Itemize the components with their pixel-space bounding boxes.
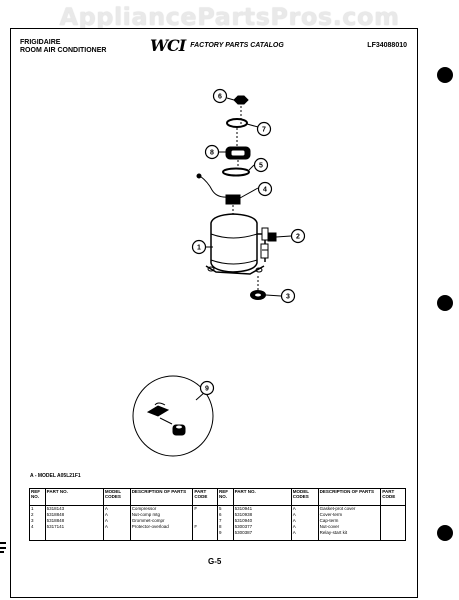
binder-hole-bottom bbox=[437, 525, 453, 541]
part-no: 5318143 bbox=[44, 505, 104, 512]
description: Relay-start kit bbox=[317, 530, 382, 541]
part-no: 5318848 bbox=[44, 518, 104, 524]
callout-7: 7 bbox=[256, 121, 272, 137]
part-code bbox=[380, 524, 406, 530]
nut-cover-part bbox=[233, 95, 249, 105]
part-no: 5310938 bbox=[232, 512, 292, 518]
part-no: 5300387 bbox=[232, 530, 292, 541]
table-row: 3 5318848 A Grommet-compr 7 5310940 A Ca… bbox=[29, 518, 406, 524]
col-code: PART CODE bbox=[192, 488, 218, 506]
brand-header: FRIGIDAIRE ROOM AIR CONDITIONER bbox=[20, 39, 106, 55]
callout-4: 4 bbox=[257, 181, 273, 197]
watermark: AppliancePartsPros.com bbox=[59, 3, 400, 31]
part-code: F bbox=[192, 505, 218, 512]
callout-5: 5 bbox=[253, 157, 269, 173]
part-no: 5318848 bbox=[44, 512, 104, 518]
description: Nut-comp mtg bbox=[129, 512, 194, 518]
description: Nut-cover bbox=[317, 524, 382, 530]
table-row: 2 5318848 A Nut-comp mtg 6 5310938 A Cov… bbox=[29, 512, 406, 518]
part-no bbox=[44, 530, 104, 541]
gasket-part bbox=[222, 167, 250, 177]
parts-table-header: REF NO. PART NO. MODEL CODES DESCRIPTION… bbox=[29, 488, 406, 506]
part-no: 5300377 bbox=[232, 524, 292, 530]
callout-label-8: 8 bbox=[210, 150, 214, 157]
callout-2: 2 bbox=[290, 228, 306, 244]
col-model: MODEL CODES bbox=[102, 488, 131, 506]
relay-start-kit-part bbox=[172, 424, 186, 436]
callout-6: 6 bbox=[212, 88, 228, 104]
callout-3: 3 bbox=[280, 288, 296, 304]
description: Cover-term bbox=[317, 512, 382, 518]
part-code bbox=[192, 512, 218, 518]
brand-line1: FRIGIDAIRE bbox=[20, 39, 61, 46]
col-model-2: MODEL CODES bbox=[290, 488, 319, 506]
page-edge-mark bbox=[0, 542, 6, 553]
protector-overload-part bbox=[225, 194, 241, 205]
callout-label-1: 1 bbox=[197, 245, 201, 252]
part-no: 5310941 bbox=[232, 505, 292, 512]
table-row: 1 5318143 A Compressor F 5 5310941 A Gas… bbox=[29, 505, 406, 512]
callout-label-5: 5 bbox=[259, 163, 263, 170]
col-ref-2: REF NO. bbox=[216, 488, 234, 506]
callout-8: 8 bbox=[204, 144, 220, 160]
part-no: 5310940 bbox=[232, 518, 292, 524]
description: Grommet-compr bbox=[129, 518, 194, 524]
model-code bbox=[102, 530, 131, 541]
catalog-title: FACTORY PARTS CATALOG bbox=[190, 42, 284, 49]
table-row: 4 5317141 A Protector-overload F 8 53003… bbox=[29, 524, 406, 530]
description: Compressor bbox=[129, 505, 194, 512]
relay-kit-inset bbox=[132, 375, 214, 457]
part-code bbox=[192, 518, 218, 524]
part-code bbox=[380, 505, 406, 512]
part-code: F bbox=[192, 524, 218, 530]
terminal-cap-part bbox=[226, 118, 248, 128]
description bbox=[129, 530, 194, 541]
callout-label-4: 4 bbox=[263, 187, 267, 194]
col-part-2: PART NO. bbox=[232, 488, 292, 506]
parts-table: REF NO. PART NO. MODEL CODES DESCRIPTION… bbox=[29, 488, 406, 541]
binder-hole-top bbox=[437, 67, 453, 83]
ref-no bbox=[29, 530, 46, 541]
col-desc: DESCRIPTION OF PARTS bbox=[129, 488, 194, 506]
part-code bbox=[192, 530, 218, 541]
catalog-header: WCI FACTORY PARTS CATALOG bbox=[150, 36, 284, 55]
callout-1: 1 bbox=[191, 239, 207, 255]
part-code bbox=[380, 512, 406, 518]
model-line: A - MODEL A05L21F1 bbox=[30, 473, 81, 479]
description: Protector-overload bbox=[129, 524, 194, 530]
callout-label-7: 7 bbox=[262, 127, 266, 134]
description: Cap-term bbox=[317, 518, 382, 524]
binder-hole-middle bbox=[437, 295, 453, 311]
part-no: 5317141 bbox=[44, 524, 104, 530]
model-code: A bbox=[290, 530, 319, 541]
doc-id: LF34088010 bbox=[367, 42, 407, 49]
callout-label-6: 6 bbox=[218, 94, 222, 101]
part-code bbox=[380, 530, 406, 541]
callout-label-2: 2 bbox=[296, 234, 300, 241]
table-row: 9 5300387 A Relay-start kit bbox=[29, 530, 406, 541]
description: Gasket-prot cover bbox=[317, 505, 382, 512]
callout-label-9: 9 bbox=[205, 386, 209, 393]
compressor-part bbox=[210, 213, 258, 273]
wci-logo: WCI bbox=[150, 36, 186, 55]
ref-no: 9 bbox=[216, 530, 234, 541]
callout-9: 9 bbox=[199, 380, 215, 396]
col-code-2: PART CODE bbox=[380, 488, 406, 506]
col-part: PART NO. bbox=[44, 488, 104, 506]
nut-comp-mtg-part bbox=[267, 232, 277, 242]
col-desc-2: DESCRIPTION OF PARTS bbox=[317, 488, 382, 506]
callout-label-3: 3 bbox=[286, 294, 290, 301]
part-code bbox=[380, 518, 406, 524]
col-ref: REF NO. bbox=[29, 488, 46, 506]
brand-line2: ROOM AIR CONDITIONER bbox=[20, 47, 107, 54]
page-number: G-5 bbox=[208, 557, 222, 566]
